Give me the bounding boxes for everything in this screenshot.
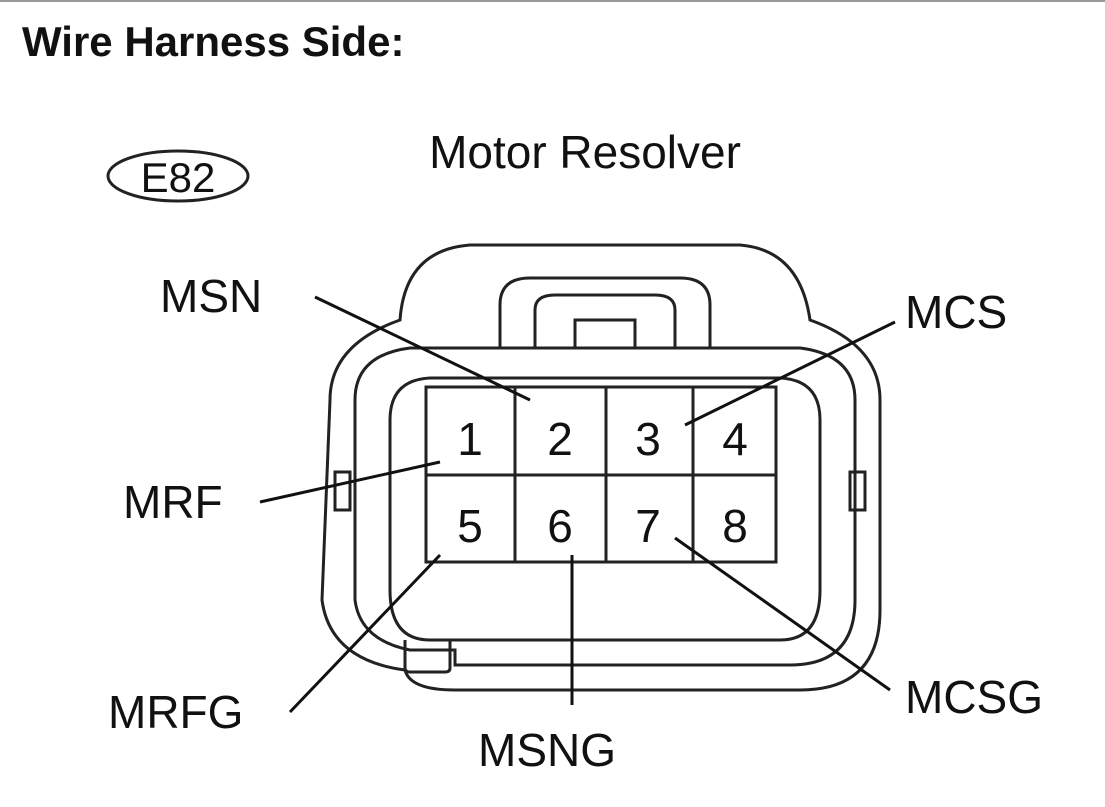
pin-4: 4 <box>722 413 748 465</box>
pin-6: 6 <box>547 500 573 552</box>
leader-mcs <box>684 320 896 427</box>
leader-mrfg <box>288 553 442 714</box>
pin-2: 2 <box>547 413 573 465</box>
label-msng: MSNG <box>478 724 616 776</box>
label-msn: MSN <box>160 270 262 322</box>
pin-7: 7 <box>635 500 661 552</box>
pin-1: 1 <box>457 413 483 465</box>
leader-mcsg <box>674 536 891 692</box>
connector-code-oval <box>106 149 250 203</box>
pin-3: 3 <box>635 413 661 465</box>
pin-8: 8 <box>722 500 748 552</box>
label-mcsg: MCSG <box>905 671 1043 723</box>
connector-code: E82 <box>141 154 216 201</box>
leader-mrf <box>259 460 441 504</box>
connector-housing <box>320 243 882 692</box>
label-mcs: MCS <box>905 286 1007 338</box>
page-title: Wire Harness Side: <box>22 18 404 65</box>
leader-msn <box>314 295 531 402</box>
pin-5: 5 <box>457 500 483 552</box>
connector-name: Motor Resolver <box>429 126 741 178</box>
label-mrf: MRF <box>123 476 223 528</box>
label-mrfg: MRFG <box>108 686 243 738</box>
